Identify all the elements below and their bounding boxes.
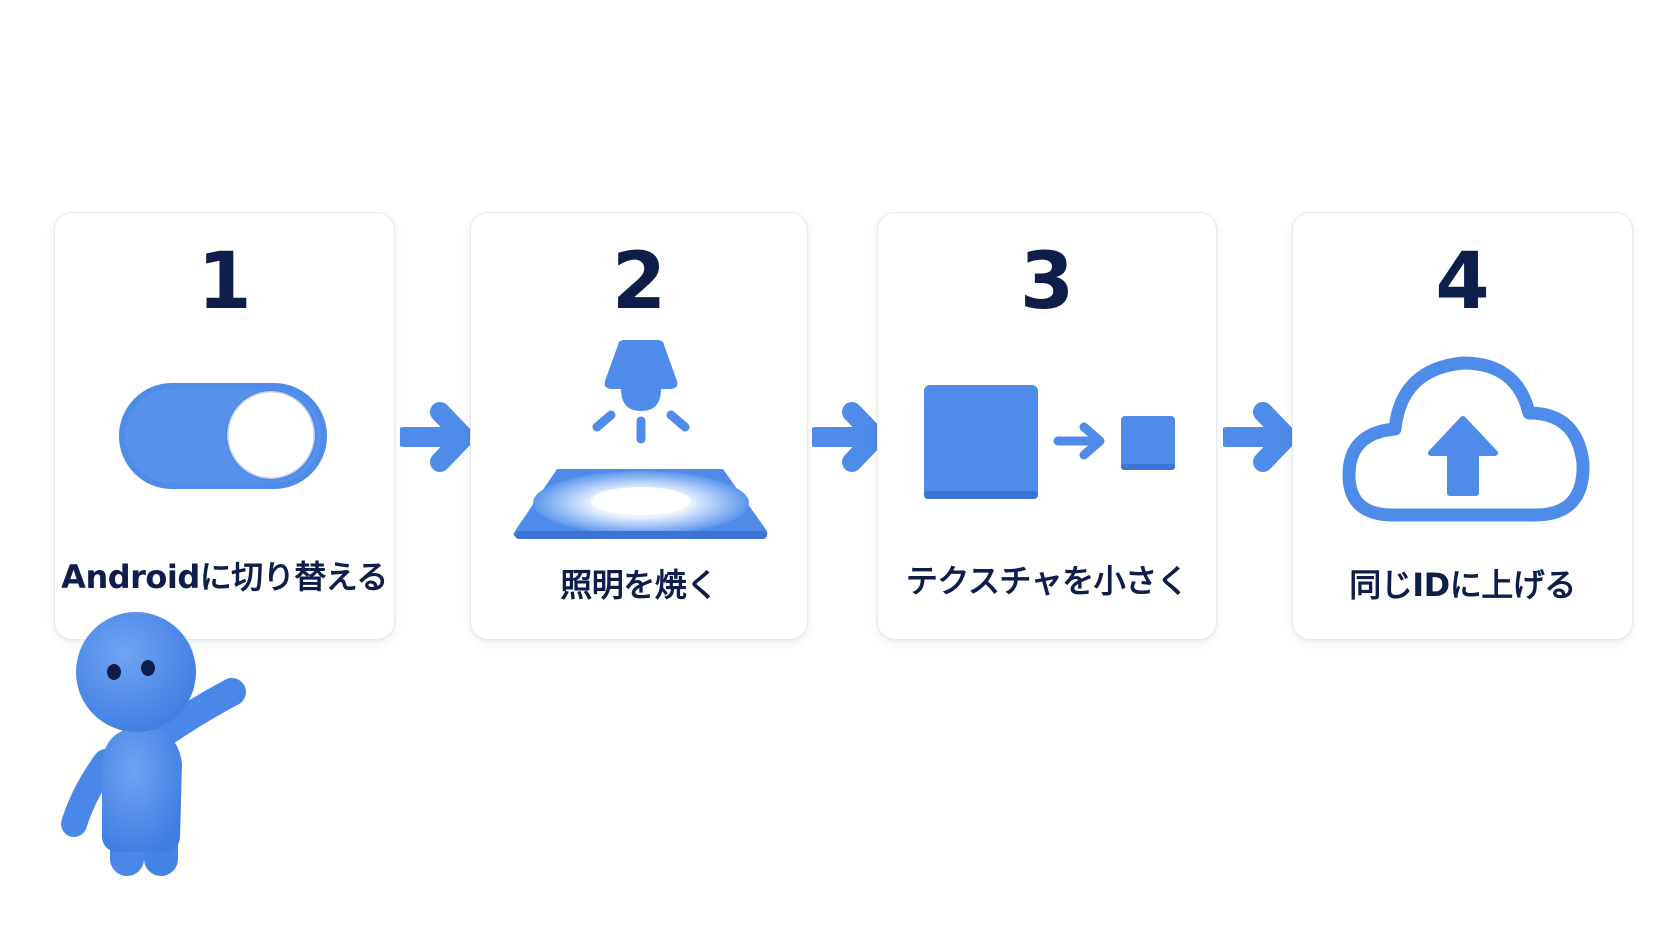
- lamp-lightmap-icon: [513, 340, 768, 539]
- step-number: 2: [611, 237, 667, 327]
- step-number: 4: [1435, 237, 1490, 327]
- arrow-right-icon: [1223, 402, 1295, 472]
- step-label: 照明を焼く: [560, 566, 718, 604]
- pointing-character-icon: [61, 612, 246, 876]
- arrow-right-icon: [812, 402, 884, 472]
- step-card-1: 1 Androidに切り替える: [54, 212, 395, 640]
- step-label: 同じIDに上げる: [1349, 566, 1576, 604]
- step-card-2: 2 照明を焼く: [470, 212, 808, 640]
- step-card-4: 4 同じIDに上げる: [1292, 212, 1633, 640]
- step-number: 1: [197, 237, 252, 327]
- step-card-3: 3 テクスチャを小さく: [877, 212, 1217, 640]
- cloud-upload-icon: [1342, 356, 1590, 522]
- arrow-right-icon: [400, 402, 472, 472]
- texture-shrink-icon: [924, 385, 1175, 499]
- toggle-switch-icon: [119, 383, 327, 489]
- step-number: 3: [1019, 237, 1075, 327]
- step-label: Androidに切り替える: [61, 558, 388, 596]
- step-label: テクスチャを小さく: [905, 562, 1189, 600]
